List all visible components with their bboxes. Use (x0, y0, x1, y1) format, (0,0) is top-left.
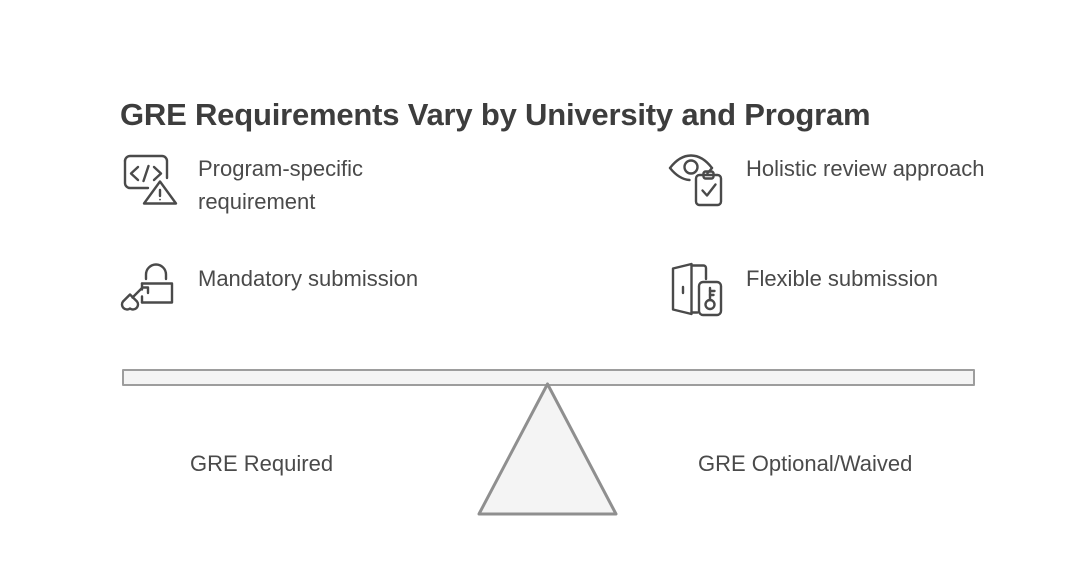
feature-label-mandatory-submission: Mandatory submission (198, 266, 419, 291)
fulcrum-triangle (475, 378, 620, 520)
balance-label-right: GRE Optional/Waived (698, 451, 913, 476)
feature-item-program-specific: Program-specific requirement (118, 148, 666, 258)
feature-item-mandatory-submission: Mandatory submission (118, 258, 666, 368)
feature-grid: Program-specific requirement Holistic re… (118, 148, 1008, 368)
feature-label-program-specific: Program-specific requirement (198, 156, 364, 214)
lock-key-icon (118, 258, 180, 320)
feature-label-flexible-submission: Flexible submission (746, 266, 938, 291)
door-keycard-icon (666, 258, 728, 320)
balance-label-left: GRE Required (190, 451, 334, 476)
eye-clipboard-icon (666, 148, 728, 210)
page-title: GRE Requirements Vary by University and … (120, 97, 871, 132)
feature-item-flexible-submission: Flexible submission (666, 258, 1008, 368)
feature-item-holistic-review: Holistic review approach (666, 148, 1008, 258)
feature-label-holistic-review: Holistic review approach (746, 156, 985, 181)
code-warning-icon (118, 148, 180, 210)
